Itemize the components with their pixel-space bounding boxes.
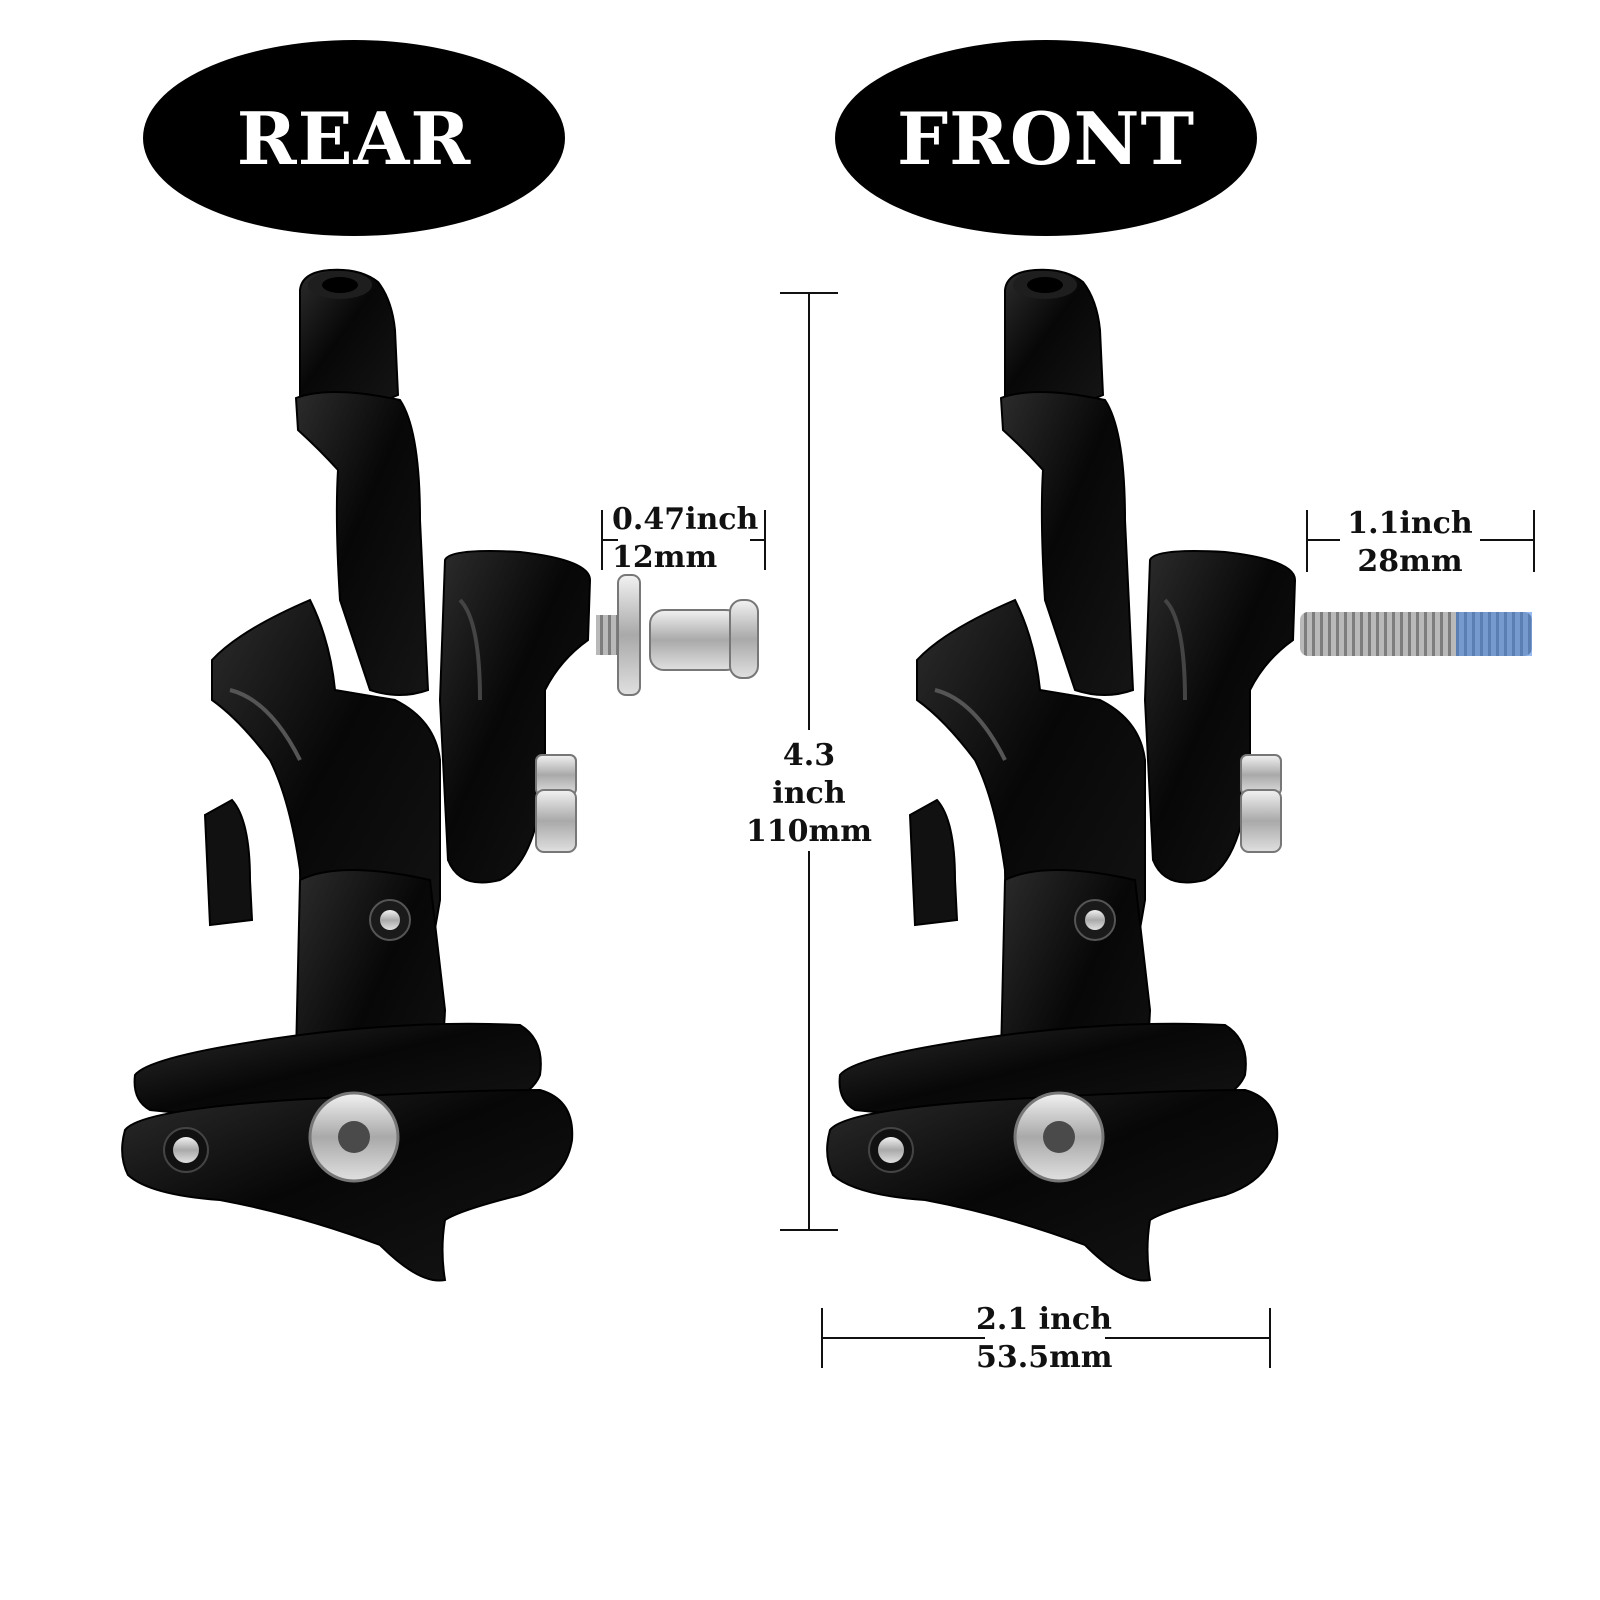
rear-caliper xyxy=(120,267,759,1283)
front-label-badge: FRONT xyxy=(835,40,1257,236)
width-dimension: 2.1 inch 53.5mm xyxy=(976,1301,1113,1377)
front-caliper xyxy=(825,267,1297,1283)
rear-bolt-mm: 12mm xyxy=(612,540,718,575)
rear-mounting-bolt xyxy=(596,574,759,696)
rear-label-badge: REAR xyxy=(143,40,565,236)
front-label: FRONT xyxy=(896,95,1196,181)
front-bolt-mm: 28mm xyxy=(1357,544,1463,579)
height-inch: 4.3 inch xyxy=(772,738,846,811)
rear-bolt-dimension: 0.47inch 12mm xyxy=(612,501,759,577)
dimension-lines xyxy=(601,292,1535,1368)
rear-label: REAR xyxy=(236,95,472,181)
height-mm: 110mm xyxy=(745,814,873,849)
height-dimension: 4.3 inch 110mm xyxy=(744,737,874,851)
front-mounting-bolt xyxy=(1300,612,1532,656)
width-inch: 2.1 inch xyxy=(976,1302,1112,1337)
rear-bolt-inch: 0.47inch xyxy=(612,502,759,537)
front-bolt-dimension: 1.1inch 28mm xyxy=(1340,505,1480,581)
width-mm: 53.5mm xyxy=(976,1340,1113,1375)
front-bolt-inch: 1.1inch xyxy=(1347,506,1473,541)
